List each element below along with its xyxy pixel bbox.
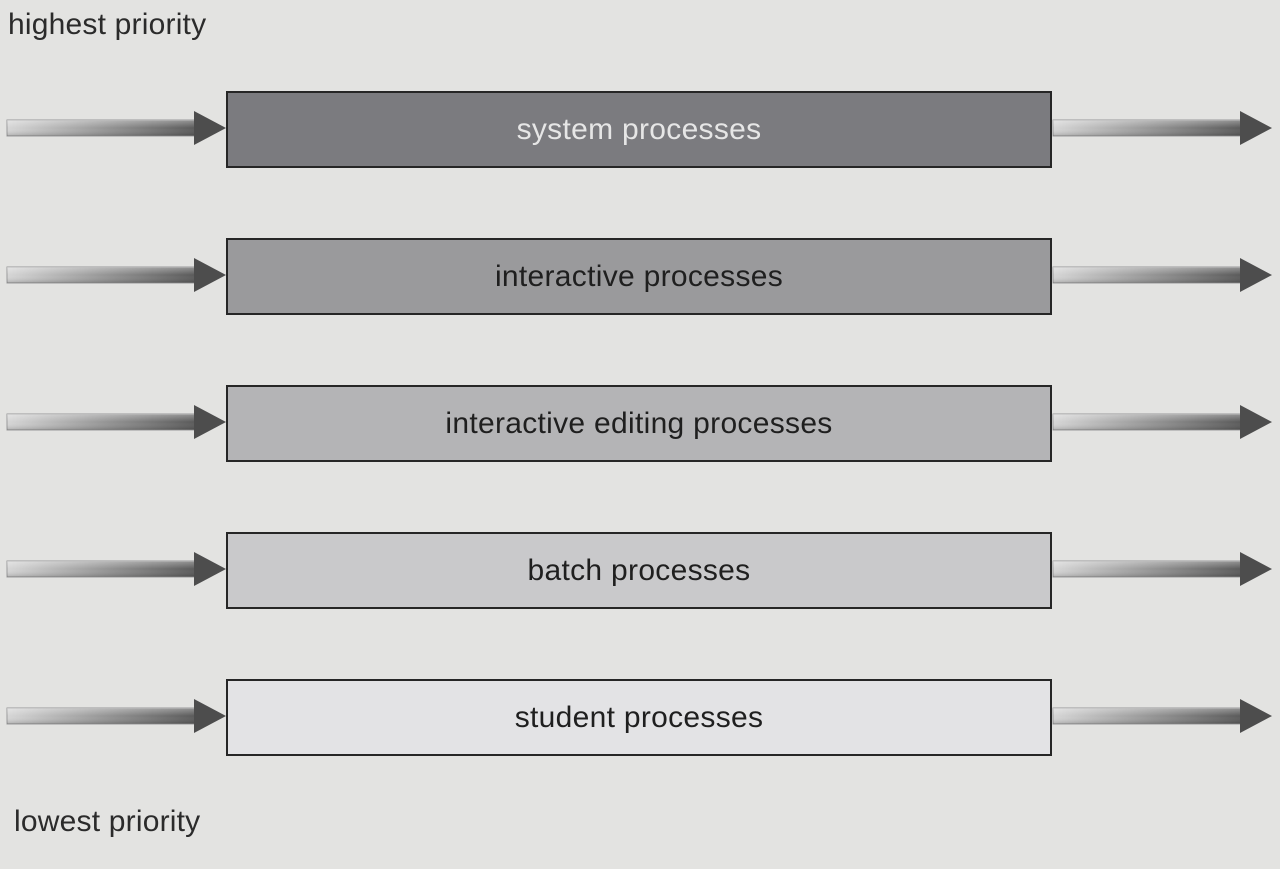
lowest-priority-label: lowest priority [14,805,201,838]
right-arrow-icon [6,550,228,593]
right-arrow-icon [1052,403,1274,446]
queue-box: student processes [226,679,1052,756]
queue-row-interactive-editing: interactive editing processes [0,385,1280,465]
queue-box: interactive editing processes [226,385,1052,462]
queue-row-student: student processes [0,679,1280,759]
queue-row-interactive: interactive processes [0,238,1280,318]
queue-label: interactive editing processes [445,406,833,440]
queue-box: interactive processes [226,238,1052,315]
queue-row-batch: batch processes [0,532,1280,612]
queue-label: interactive processes [494,259,784,293]
right-arrow-icon [6,109,228,152]
queue-box: system processes [226,91,1052,168]
queue-box: batch processes [226,532,1052,609]
queue-label: batch processes [527,553,751,587]
queue-row-system: system processes [0,91,1280,171]
queue-label: system processes [516,112,762,146]
right-arrow-icon [1052,109,1274,152]
right-arrow-icon [1052,697,1274,740]
queue-label: student processes [514,700,764,734]
right-arrow-icon [1052,550,1274,593]
right-arrow-icon [1052,256,1274,299]
right-arrow-icon [6,697,228,740]
right-arrow-icon [6,403,228,446]
highest-priority-label: highest priority [8,8,207,41]
right-arrow-icon [6,256,228,299]
